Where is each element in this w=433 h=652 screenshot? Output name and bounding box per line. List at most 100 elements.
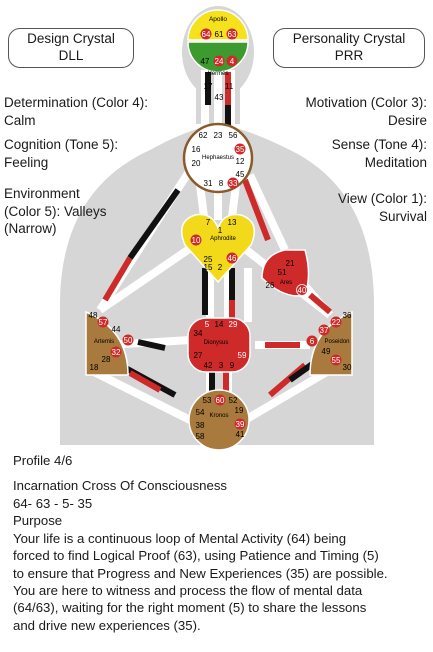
poseidon-name: Poseidon xyxy=(324,339,349,345)
view-label: View (Color 1):Survival xyxy=(337,191,427,224)
design-crystal-title: Design Crystal xyxy=(27,31,115,47)
aphrodite-name: Aphrodite xyxy=(210,236,236,242)
svg-text:63: 63 xyxy=(228,30,237,39)
svg-text:23: 23 xyxy=(214,131,223,140)
center-hermes[interactable]: 47 24 4 Hermes 17 11 43 xyxy=(187,41,249,102)
svg-text:37: 37 xyxy=(320,326,329,335)
apollo-name: Apollo xyxy=(209,16,227,23)
svg-text:39: 39 xyxy=(236,420,245,429)
sense-label: Sense (Tone 4):Meditation xyxy=(331,137,427,170)
svg-text:60: 60 xyxy=(216,396,225,405)
svg-text:61: 61 xyxy=(215,30,224,39)
svg-text:12: 12 xyxy=(236,157,245,166)
cognition-label: Cognition (Tone 5):Feeling xyxy=(4,137,119,170)
svg-text:41: 41 xyxy=(236,430,245,439)
personality-crystal-box: Personality Crystal PRR xyxy=(273,28,425,68)
svg-text:53: 53 xyxy=(203,396,212,405)
svg-text:54: 54 xyxy=(196,408,205,417)
svg-text:33: 33 xyxy=(229,179,238,188)
svg-text:55: 55 xyxy=(332,356,341,365)
svg-text:6: 6 xyxy=(310,337,315,346)
center-apollo[interactable]: Apollo 64 61 63 xyxy=(187,9,249,41)
svg-text:19: 19 xyxy=(235,406,244,415)
personality-crystal-title: Personality Crystal xyxy=(292,31,406,47)
design-crystal-sub: DLL xyxy=(58,48,84,63)
svg-text:52: 52 xyxy=(229,396,238,405)
center-poseidon[interactable]: 36 22 37 6 Poseidon 49 55 30 xyxy=(306,310,353,376)
purpose-title: Purpose xyxy=(13,513,63,529)
svg-text:32: 32 xyxy=(112,348,121,357)
svg-text:34: 34 xyxy=(194,329,203,338)
svg-text:3: 3 xyxy=(219,361,224,370)
svg-text:64: 64 xyxy=(202,30,211,39)
svg-text:24: 24 xyxy=(215,57,224,66)
svg-text:1: 1 xyxy=(218,226,223,235)
center-ares[interactable]: 21 51 26 Ares 40 xyxy=(261,249,310,297)
environment-label: Environment(Color 5): Valleys(Narrow) xyxy=(4,186,107,237)
svg-text:40: 40 xyxy=(298,286,307,295)
svg-text:31: 31 xyxy=(204,179,213,188)
personality-crystal-sub: PRR xyxy=(334,48,364,63)
svg-text:2: 2 xyxy=(218,263,223,272)
cross-text: Incarnation Cross Of Consciousness xyxy=(13,478,228,494)
determination-label: Determination (Color 4):Calm xyxy=(4,95,149,128)
svg-text:48: 48 xyxy=(89,311,98,320)
svg-text:15: 15 xyxy=(204,263,213,272)
cross-gates-text: 64- 63 - 5- 35 xyxy=(13,495,93,511)
svg-text:46: 46 xyxy=(228,254,237,263)
svg-text:11: 11 xyxy=(225,82,234,91)
svg-text:4: 4 xyxy=(230,57,235,66)
svg-text:58: 58 xyxy=(196,432,205,441)
svg-text:57: 57 xyxy=(99,318,108,327)
svg-text:43: 43 xyxy=(215,93,224,102)
svg-text:45: 45 xyxy=(236,170,245,179)
svg-text:18: 18 xyxy=(90,363,99,372)
motivation-label: Motivation (Color 3):Desire xyxy=(305,95,427,128)
hephaestus-name: Hephaestus xyxy=(202,155,234,161)
center-hephaestus[interactable]: 62 23 56 16 35 Hephaestus 20 12 45 31 8 … xyxy=(182,122,254,194)
svg-text:17: 17 xyxy=(204,82,213,91)
dionysus-name: Dionysus xyxy=(204,340,229,346)
svg-text:44: 44 xyxy=(112,325,121,334)
svg-text:27: 27 xyxy=(194,351,203,360)
svg-text:22: 22 xyxy=(332,318,341,327)
ares-name: Ares xyxy=(280,280,292,286)
artemis-name: Artemis xyxy=(94,339,114,345)
svg-text:38: 38 xyxy=(196,421,205,430)
bodygraph-diagram: Apollo 64 61 63 47 24 4 Hermes 17 11 43 … xyxy=(60,6,374,451)
hermes-name: Hermes xyxy=(207,71,228,77)
svg-text:26: 26 xyxy=(266,281,275,290)
center-aphrodite[interactable]: 7 1 13 10 Aphrodite 25 15 2 46 xyxy=(180,213,256,284)
svg-text:62: 62 xyxy=(199,131,208,140)
svg-text:9: 9 xyxy=(230,361,235,370)
svg-text:51: 51 xyxy=(278,268,287,277)
svg-text:10: 10 xyxy=(192,236,201,245)
svg-text:30: 30 xyxy=(343,363,352,372)
design-crystal-box: Design Crystal DLL xyxy=(8,28,134,68)
svg-text:50: 50 xyxy=(124,336,133,345)
svg-text:21: 21 xyxy=(286,259,295,268)
reading-text: Profile 4/6 Incarnation Cross Of Conscio… xyxy=(13,452,428,634)
center-dionysus[interactable]: 5 14 29 34 Dionysus 27 59 42 3 9 xyxy=(187,317,251,373)
svg-text:47: 47 xyxy=(201,57,210,66)
svg-text:5: 5 xyxy=(205,320,210,329)
svg-text:35: 35 xyxy=(236,145,245,154)
center-kronos[interactable]: 53 60 52 54 Kronos 19 38 39 58 41 xyxy=(188,389,250,451)
svg-text:16: 16 xyxy=(192,145,201,154)
activated-channels xyxy=(102,72,332,398)
kronos-name: Kronos xyxy=(209,413,228,419)
center-artemis[interactable]: 48 57 44 50 Artemis 32 28 18 xyxy=(85,310,134,376)
svg-text:13: 13 xyxy=(228,218,237,227)
svg-text:59: 59 xyxy=(238,351,247,360)
svg-text:28: 28 xyxy=(102,355,111,364)
svg-text:7: 7 xyxy=(206,218,211,227)
svg-text:20: 20 xyxy=(192,159,201,168)
svg-text:29: 29 xyxy=(229,320,238,329)
profile-text: Profile 4/6 xyxy=(13,453,73,468)
svg-text:49: 49 xyxy=(322,347,331,356)
svg-text:36: 36 xyxy=(343,311,352,320)
purpose-body: Your life is a continuous loop of Mental… xyxy=(13,530,388,633)
svg-text:25: 25 xyxy=(204,255,213,264)
svg-text:14: 14 xyxy=(215,320,224,329)
svg-text:56: 56 xyxy=(229,131,238,140)
